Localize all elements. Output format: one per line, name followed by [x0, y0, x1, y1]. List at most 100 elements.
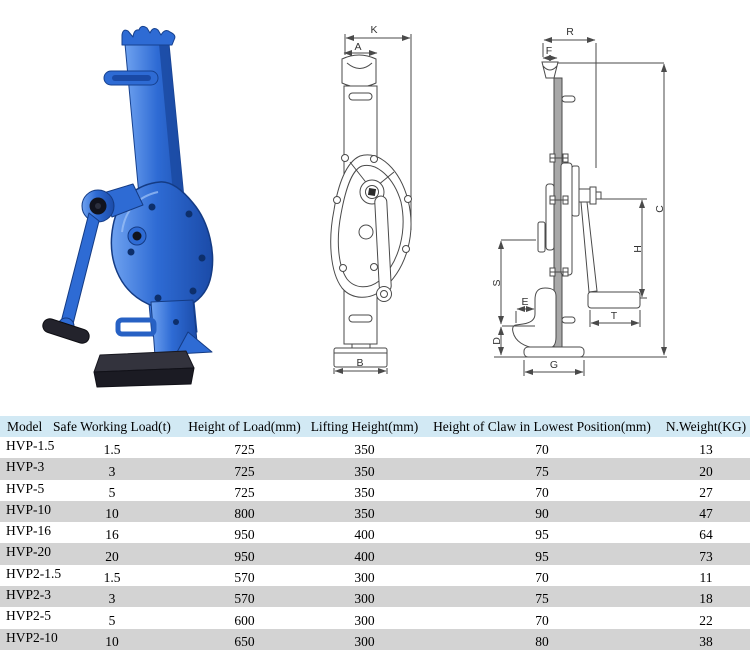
front-housing-bolts — [333, 154, 412, 272]
load-height-cell: 570 — [234, 570, 255, 586]
model-cell: HVP2-1.5 — [6, 565, 62, 581]
load-cell: 5 — [108, 612, 116, 628]
claw-height-cell: 80 — [535, 633, 549, 649]
claw-height-cell: 75 — [535, 591, 549, 607]
table-row: HVP2-5 5 600 300 70 22 — [0, 607, 750, 628]
front-hub-inner — [365, 185, 379, 199]
jack-crank-arm — [60, 212, 100, 329]
table-row: HVP-16 16 950 400 95 64 — [0, 522, 750, 543]
weight-cell: 20 — [699, 463, 713, 479]
load-cell: 20 — [105, 548, 119, 564]
side-ratchet-plate — [571, 165, 580, 217]
jack-pinion-nut — [95, 203, 101, 209]
claw-height-cell: 95 — [535, 548, 549, 564]
load-height-cell: 600 — [234, 612, 255, 628]
table-row: HVP2-1.5 1.5 570 300 70 11 — [0, 565, 750, 586]
weight-cell: 47 — [699, 506, 713, 522]
weight-cell: 38 — [699, 633, 713, 649]
jack-serrated-cap — [121, 25, 176, 46]
load-height-cell: 650 — [234, 633, 255, 649]
dim-B: B — [333, 357, 388, 374]
dim-D: D — [491, 325, 513, 356]
side-cap-curve — [542, 65, 558, 71]
lifting-height-cell: 400 — [354, 527, 375, 543]
side-base — [523, 346, 585, 358]
model-cell: HVP-10 — [6, 501, 52, 517]
dim-label-T: T — [611, 310, 618, 322]
dim-label-K: K — [370, 24, 377, 36]
side-housing-plate — [560, 162, 573, 276]
model-cell: HVP-5 — [6, 480, 45, 496]
claw-height-cell: 95 — [535, 527, 549, 543]
model-cell: HVP2-5 — [6, 608, 52, 624]
front-column-slot-bottom — [348, 314, 373, 323]
claw-height-cell: 90 — [535, 506, 549, 522]
table-row: HVP-3 3 725 350 75 20 — [0, 458, 750, 480]
model-cell: HVP-3 — [6, 459, 45, 475]
jack-foot-stirrup — [115, 317, 157, 337]
dim-T: T — [589, 310, 641, 327]
side-bolts — [549, 153, 569, 277]
lifting-height-cell: 350 — [354, 484, 375, 500]
load-height-cell: 800 — [234, 506, 255, 522]
model-cell: HVP2-10 — [6, 629, 58, 645]
claw-height-cell: 70 — [535, 484, 549, 500]
model-cell: HVP2-3 — [6, 587, 52, 603]
jack-photo — [42, 25, 214, 388]
dim-label-E: E — [521, 296, 528, 308]
col-header-claw-height: Height of Claw in Lowest Position(mm) — [422, 416, 662, 437]
side-pin-bottom — [561, 316, 576, 324]
col-header-net-weight: N.Weight(KG) — [662, 416, 750, 437]
model-cell: HVP-16 — [6, 523, 52, 539]
lifting-height-cell: 300 — [354, 612, 375, 628]
jack-front-view: K A — [330, 24, 412, 374]
side-front-bracket — [537, 221, 546, 253]
dim-label-H: H — [632, 245, 644, 253]
front-housing-hole — [358, 224, 374, 240]
dim-H: H — [601, 198, 647, 299]
dim-label-D: D — [491, 337, 503, 345]
lifting-height-cell: 350 — [354, 463, 375, 479]
table-row: HVP-5 5 725 350 70 27 — [0, 480, 750, 501]
jack-knob-hub — [132, 231, 142, 241]
front-handle-end-hole — [380, 290, 388, 298]
side-shaft — [578, 188, 591, 203]
front-hub-nut — [367, 187, 377, 197]
jack-carry-handle-slot — [112, 75, 151, 81]
weight-cell: 22 — [699, 612, 713, 628]
side-crank-arm — [580, 201, 598, 293]
jack-side-view: R F C — [491, 26, 667, 376]
dim-C: C — [654, 63, 667, 356]
dim-R: R — [542, 26, 597, 168]
dim-label-B: B — [356, 357, 363, 369]
col-header-model: Model — [0, 416, 42, 437]
load-height-cell: 725 — [234, 442, 255, 458]
jack-claw — [175, 331, 213, 355]
weight-cell: 27 — [699, 484, 713, 500]
dim-label-S: S — [491, 279, 503, 286]
table-row: HVP2-3 3 570 300 75 18 — [0, 586, 750, 608]
load-cell: 10 — [105, 506, 119, 522]
spec-table-header-row: Model Safe Working Load(t) Height of Loa… — [0, 416, 750, 437]
load-cell: 16 — [105, 527, 119, 543]
front-housing-outer — [330, 154, 412, 298]
load-cell: 3 — [108, 591, 116, 607]
model-cell: HVP-1.5 — [6, 438, 55, 453]
weight-cell: 18 — [699, 591, 713, 607]
lifting-height-cell: 350 — [354, 506, 375, 522]
figure-area: K A — [42, 24, 667, 388]
load-cell: 1.5 — [103, 442, 121, 458]
weight-cell: 73 — [699, 548, 713, 564]
table-row: HVP-1.5 1.5 725 350 70 13 — [0, 437, 750, 458]
table-row: HVP-20 20 950 400 95 73 — [0, 543, 750, 565]
load-height-cell: 725 — [234, 463, 255, 479]
claw-height-cell: 70 — [535, 570, 549, 586]
load-cell: 10 — [105, 633, 119, 649]
col-header-lifting-height: Lifting Height(mm) — [307, 416, 422, 437]
front-housing-inner — [337, 164, 404, 288]
jack-base-side — [93, 367, 195, 388]
dim-E: E — [515, 296, 535, 323]
lifting-height-cell: 300 — [354, 633, 375, 649]
lifting-height-cell: 400 — [354, 548, 375, 564]
claw-height-cell: 75 — [535, 463, 549, 479]
